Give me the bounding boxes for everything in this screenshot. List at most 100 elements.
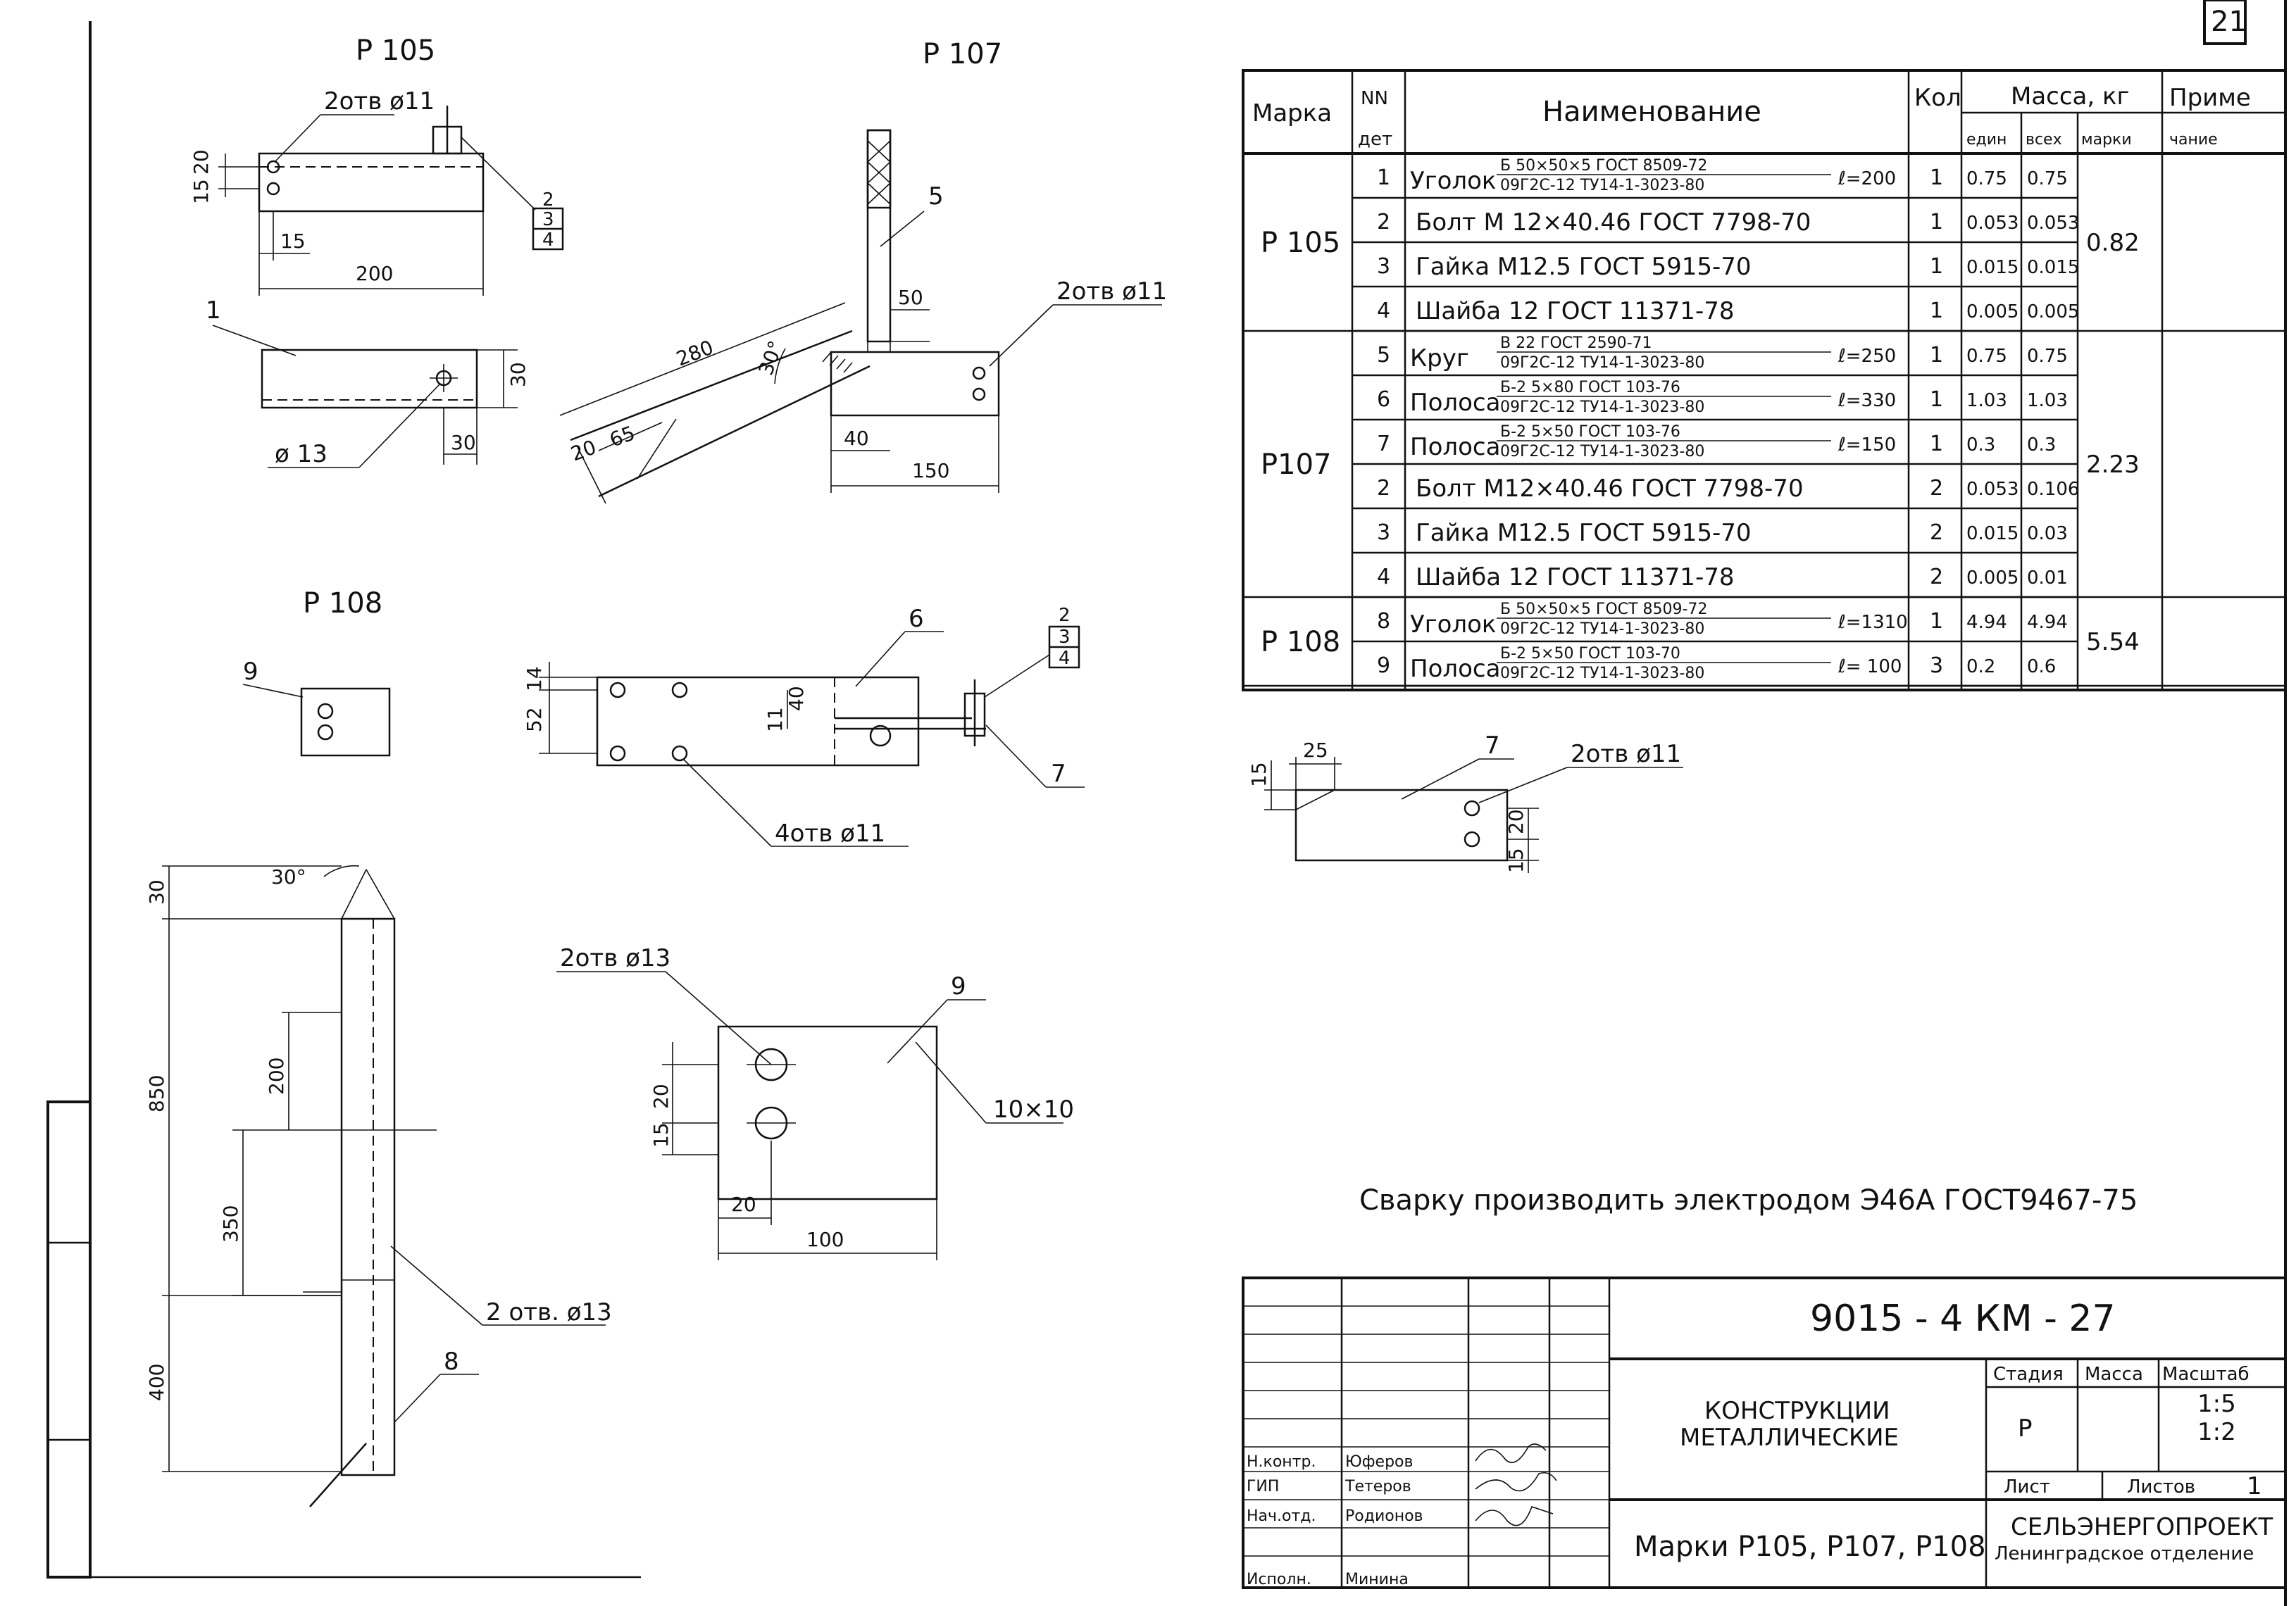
p108-holes-label: 4отв ø11 xyxy=(775,820,885,848)
table-cell-total-mass: 0.75 xyxy=(2027,346,2068,367)
table-cell-total-mass: 0.015 xyxy=(2027,257,2079,278)
table-cell-name: Полоса xyxy=(1410,655,1500,683)
th-note-top: Приме xyxy=(2169,84,2251,112)
table-cell-total-mass: 0.005 xyxy=(2027,301,2079,322)
table-cell-unit-mass: 0.75 xyxy=(1966,346,2007,367)
p107-hole-label: 2отв ø11 xyxy=(1056,277,1167,306)
spec-table: Марка NN дет Наименование Кол Масса, кг … xyxy=(1242,69,2287,691)
th-mass-mark: марки xyxy=(2081,131,2132,149)
table-cell-name: Шайба 12 ГОСТ 11371-78 xyxy=(1416,297,1734,325)
table-cell-nn: 4 xyxy=(1377,565,1390,589)
table-cell-qty: 1 xyxy=(1930,343,1943,368)
table-cell-nn: 2 xyxy=(1377,210,1390,234)
p108-plate-hole-3 xyxy=(609,745,626,762)
side-stamp xyxy=(46,1100,92,1579)
p107-hole-1 xyxy=(972,366,986,380)
table-cell-name: Гайка М12.5 ГОСТ 5915-70 xyxy=(1416,519,1752,547)
role-3: Нач.отд. xyxy=(1247,1507,1316,1525)
table-cell-qty: 1 xyxy=(1930,432,1943,456)
sheet-number: 21 xyxy=(2211,6,2247,38)
table-cell-name: Болт М12×40.46 ГОСТ 7798-70 xyxy=(1416,475,1804,503)
detail7-dim-15b: 15 xyxy=(1504,848,1528,873)
detail7-hole-label: 2отв ø11 xyxy=(1571,740,1681,768)
table-cell-nn: 1 xyxy=(1377,165,1390,190)
detail9-chamfer: 10×10 xyxy=(993,1096,1074,1124)
table-cell-unit-mass: 0.2 xyxy=(1966,656,1995,677)
detail-7: 7 2отв ø11 25 15 20 15 xyxy=(1247,732,1683,873)
table-cell-nn: 2 xyxy=(1377,476,1390,501)
table-cell-mark-mass: 2.23 xyxy=(2086,451,2140,479)
title-line-1: КОНСТРУКЦИИ xyxy=(1704,1397,1890,1425)
table-cell-qty: 3 xyxy=(1930,653,1943,678)
p107-strip-top xyxy=(570,330,853,441)
table-cell-nn: 9 xyxy=(1377,653,1390,678)
p108-small-hole-2 xyxy=(317,724,334,741)
scale-value-1: 1:5 xyxy=(2197,1390,2236,1418)
role-4-name: Минина xyxy=(1345,1571,1409,1588)
p107-rod xyxy=(866,129,892,343)
table-cell-nn: 3 xyxy=(1377,520,1390,545)
p108-callout-9: 9 xyxy=(243,658,258,686)
table-cell-qty: 1 xyxy=(1930,254,1943,279)
table-cell-qty: 1 xyxy=(1930,387,1943,412)
p108-callout-4: 4 xyxy=(1059,648,1071,669)
p108-callout-6: 6 xyxy=(909,605,924,633)
table-cell-total-mass: 1.03 xyxy=(2027,390,2068,411)
table-cell-total-mass: 0.3 xyxy=(2027,434,2056,456)
p108-tall-holes-label: 2 отв. ø13 xyxy=(486,1298,612,1326)
p107-dim-50: 50 xyxy=(898,286,923,309)
table-cell-mark-mass: 5.54 xyxy=(2086,628,2140,656)
p108-dim-850: 850 xyxy=(145,1075,168,1112)
table-cell-qty: 1 xyxy=(1930,165,1943,190)
p105-callout-3: 3 xyxy=(542,209,554,230)
table-cell-unit-mass: 0.015 xyxy=(1966,523,2019,544)
p108-plate-hole-1 xyxy=(609,682,626,698)
detail7-dim-20: 20 xyxy=(1504,809,1528,834)
role-1: Н.контр. xyxy=(1247,1453,1316,1471)
scale-value-2: 1:2 xyxy=(2197,1418,2236,1446)
view-p108: Р 108 9 6 2 3 4 7 14 xyxy=(145,587,1085,1507)
table-cell-name: Уголок xyxy=(1410,167,1496,195)
doc-code: 9015 - 4 КМ - 27 xyxy=(1810,1298,2116,1340)
p108-callout-2: 2 xyxy=(1059,605,1071,626)
table-cell-unit-mass: 0.053 xyxy=(1966,479,2019,500)
th-mark: Марка xyxy=(1252,99,1332,127)
table-cell-name: Шайба 12 ГОСТ 11371-78 xyxy=(1416,563,1734,591)
p108-callout-7: 7 xyxy=(1051,760,1066,788)
th-mass-unit: един xyxy=(1966,131,2007,149)
table-cell-qty: 2 xyxy=(1930,520,1943,545)
table-cell-mark: Р 105 xyxy=(1261,227,1340,259)
table-cell-frac-bot: 09Г2С-12 ТУ14-1-3023-80 xyxy=(1500,177,1704,194)
view-title-p108: Р 108 xyxy=(303,587,382,620)
detail9-dim-15: 15 xyxy=(649,1122,673,1148)
table-cell-nn: 5 xyxy=(1377,343,1390,368)
sheets-value: 1 xyxy=(2247,1472,2262,1500)
table-cell-frac-top: Б-2 5×80 ГОСТ 103-76 xyxy=(1500,379,1680,396)
table-cell-frac-bot: 09Г2С-12 ТУ14-1-3023-80 xyxy=(1500,399,1704,416)
table-cell-frac-top: Б-2 5×50 ГОСТ 103-76 xyxy=(1500,423,1680,441)
p105-callout-2: 2 xyxy=(542,189,554,211)
table-cell-total-mass: 0.6 xyxy=(2027,656,2056,677)
detail9-callout: 9 xyxy=(951,972,966,1000)
p108-plate-hole-2 xyxy=(671,682,688,698)
table-cell-qty: 2 xyxy=(1930,476,1943,501)
table-cell-mark-mass: 0.82 xyxy=(2086,229,2140,257)
p108-dim-30: 30 xyxy=(145,879,168,905)
table-cell-frac-top: В 22 ГОСТ 2590-71 xyxy=(1500,334,1652,352)
p105-hole-2 xyxy=(266,182,280,196)
detail9-dim-100: 100 xyxy=(806,1228,844,1251)
role-4: Исполн. xyxy=(1247,1571,1311,1588)
table-cell-length: ℓ=150 xyxy=(1838,434,1896,456)
table-cell-unit-mass: 0.75 xyxy=(1966,168,2007,189)
sheet-title: Марки Р105, Р107, Р108 xyxy=(1634,1531,1986,1563)
table-cell-unit-mass: 4.94 xyxy=(1966,612,2007,633)
th-nn-top: NN xyxy=(1361,88,1388,109)
p108-plate xyxy=(596,676,920,767)
table-cell-length: ℓ=200 xyxy=(1838,168,1896,189)
th-mass: Масса, кг xyxy=(2011,82,2129,111)
table-cell-nn: 3 xyxy=(1377,254,1390,279)
table-cell-qty: 1 xyxy=(1930,210,1943,234)
p108-plate-hole-4 xyxy=(671,745,688,762)
detail7-dim-25: 25 xyxy=(1303,739,1328,762)
